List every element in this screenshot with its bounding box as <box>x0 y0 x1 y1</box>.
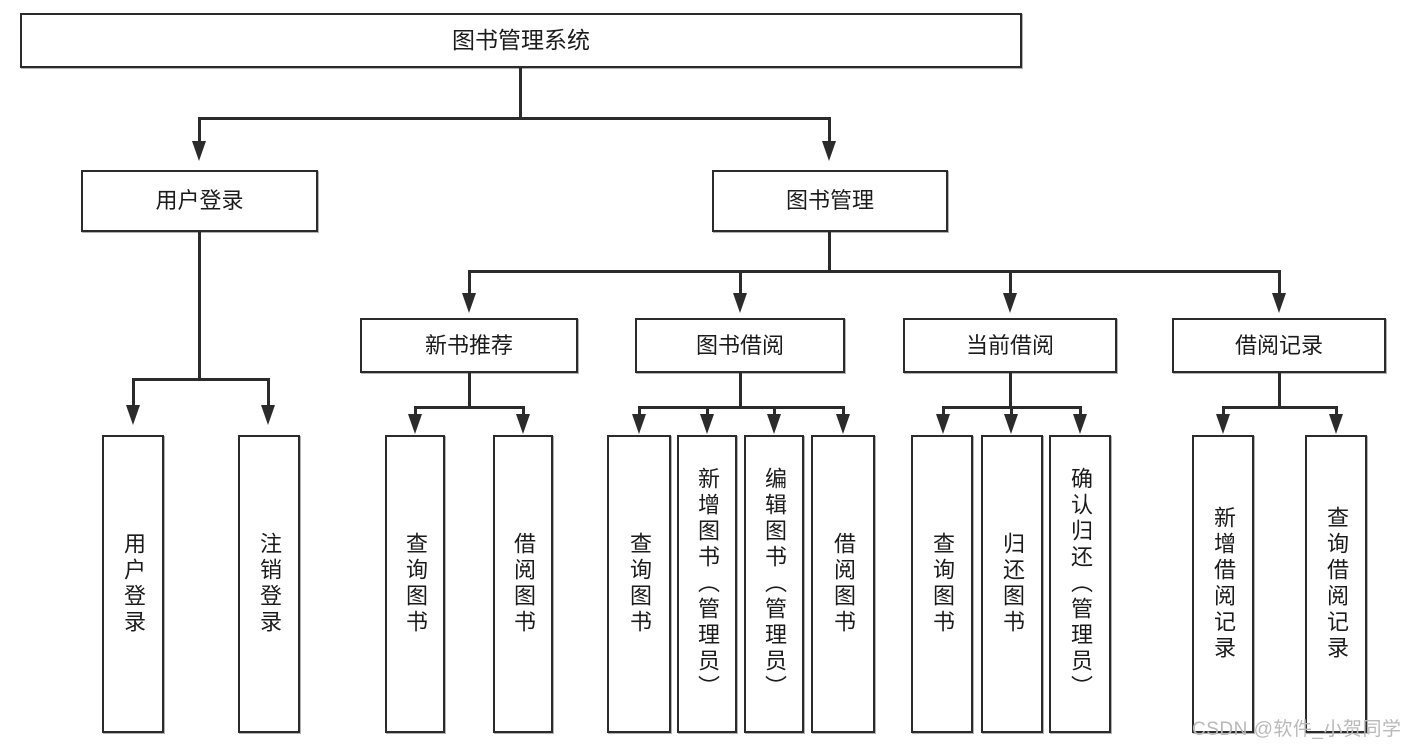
connector-level3-drop-3 <box>1009 270 1012 296</box>
connector-current-borrow-drop-2 <box>1010 406 1013 418</box>
node-label: 确认归还（管理员） <box>1067 467 1093 701</box>
node-label: 图书借阅 <box>695 332 784 358</box>
connector-user-login-drop-2 <box>267 378 270 408</box>
node-label: 新增借阅记录 <box>1210 506 1236 662</box>
arrowhead-borrow-record <box>1272 293 1286 313</box>
connector-book-borrow-bus <box>638 406 844 409</box>
arrowhead-leaf-logout <box>261 405 275 425</box>
connector-level3-bus <box>468 270 1280 273</box>
node-label: 用户登录 <box>120 532 146 636</box>
leaf-borrow-book-borrow[interactable]: 借阅图书 <box>811 435 875 733</box>
arrowhead-leaf-borrow-book-1 <box>516 414 530 434</box>
node-label: 当前借阅 <box>965 332 1054 358</box>
node-user-login[interactable]: 用户登录 <box>81 170 318 232</box>
connector-borrow-record-drop-2 <box>1335 406 1338 418</box>
leaf-confirm-return-admin[interactable]: 确认归还（管理员） <box>1049 435 1111 733</box>
node-label: 借阅记录 <box>1234 332 1323 358</box>
arrowhead-leaf-edit-book <box>767 414 781 434</box>
node-book-manage[interactable]: 图书管理 <box>712 170 948 232</box>
arrowhead-new-book-recommend <box>462 293 476 313</box>
node-label: 新书推荐 <box>424 332 513 358</box>
arrowhead-leaf-borrow-book-2 <box>836 414 850 434</box>
leaf-query-borrow-record[interactable]: 查询借阅记录 <box>1305 435 1367 733</box>
node-label: 归还图书 <box>999 532 1025 636</box>
connector-level2-bus <box>198 117 831 120</box>
connector-current-borrow-drop-3 <box>1079 406 1082 418</box>
node-book-borrow[interactable]: 图书借阅 <box>635 318 845 373</box>
leaf-add-book-admin[interactable]: 新增图书（管理员） <box>677 435 737 733</box>
connector-user-login-stem <box>198 232 201 380</box>
connector-book-borrow-drop-3 <box>773 406 776 418</box>
leaf-return-book[interactable]: 归还图书 <box>981 435 1043 733</box>
connector-user-login-drop-1 <box>132 378 135 408</box>
connector-to-book-manage <box>828 117 831 144</box>
node-label: 编辑图书（管理员） <box>761 467 787 701</box>
node-label: 新增图书（管理员） <box>694 467 720 701</box>
connector-user-login-bus <box>132 378 269 381</box>
leaf-query-book-recommend[interactable]: 查询图书 <box>385 435 445 733</box>
connector-book-manage-stem <box>828 232 831 272</box>
connector-current-borrow-drop-1 <box>942 406 945 418</box>
arrowhead-leaf-query-record <box>1329 414 1343 434</box>
arrowhead-user-login <box>192 141 206 161</box>
arrowhead-leaf-user-login <box>126 405 140 425</box>
connector-new-book-stem <box>468 373 471 408</box>
node-label: 查询借阅记录 <box>1323 506 1349 662</box>
leaf-query-book-borrow[interactable]: 查询图书 <box>607 435 671 733</box>
connector-borrow-record-bus <box>1222 406 1337 409</box>
connector-borrow-record-stem <box>1278 373 1281 408</box>
arrowhead-leaf-query-book-1 <box>408 414 422 434</box>
connector-level3-drop-2 <box>739 270 742 296</box>
node-label: 借阅图书 <box>830 532 856 636</box>
arrowhead-leaf-query-book-2 <box>632 414 646 434</box>
connector-root-stem <box>519 68 522 118</box>
leaf-edit-book-admin[interactable]: 编辑图书（管理员） <box>744 435 804 733</box>
arrowhead-leaf-return-book <box>1004 414 1018 434</box>
leaf-logout[interactable]: 注销登录 <box>238 435 300 733</box>
arrowhead-current-borrow <box>1003 293 1017 313</box>
node-borrow-record[interactable]: 借阅记录 <box>1172 318 1386 373</box>
arrowhead-leaf-add-record <box>1216 414 1230 434</box>
connector-to-user-login <box>198 117 201 144</box>
arrowhead-book-borrow <box>733 293 747 313</box>
connector-current-borrow-stem <box>1009 373 1012 408</box>
connector-new-book-bus <box>414 406 524 409</box>
connector-borrow-record-drop-1 <box>1222 406 1225 418</box>
node-label: 图书管理 <box>785 188 874 214</box>
arrowhead-leaf-add-book <box>700 414 714 434</box>
leaf-add-borrow-record[interactable]: 新增借阅记录 <box>1192 435 1254 733</box>
connector-book-borrow-stem <box>739 373 742 408</box>
node-root-system[interactable]: 图书管理系统 <box>20 13 1022 68</box>
node-label: 注销登录 <box>256 532 282 636</box>
leaf-user-login[interactable]: 用户登录 <box>102 435 164 733</box>
connector-level3-drop-1 <box>468 270 471 296</box>
arrowhead-book-manage <box>822 141 836 161</box>
leaf-query-book-current[interactable]: 查询图书 <box>911 435 973 733</box>
connector-book-borrow-drop-1 <box>638 406 641 418</box>
connector-book-borrow-drop-4 <box>842 406 845 418</box>
leaf-borrow-book-recommend[interactable]: 借阅图书 <box>493 435 553 733</box>
connector-new-book-drop-2 <box>522 406 525 418</box>
node-current-borrow[interactable]: 当前借阅 <box>903 318 1117 373</box>
connector-book-borrow-drop-2 <box>706 406 709 418</box>
arrowhead-leaf-confirm-return <box>1073 414 1087 434</box>
node-label: 查询图书 <box>402 532 428 636</box>
node-label: 查询图书 <box>929 532 955 636</box>
node-label: 图书管理系统 <box>452 26 590 53</box>
connector-new-book-drop-1 <box>414 406 417 418</box>
connector-level3-drop-4 <box>1278 270 1281 296</box>
node-label: 查询图书 <box>626 532 652 636</box>
node-label: 借阅图书 <box>510 532 536 636</box>
arrowhead-leaf-query-book-3 <box>936 414 950 434</box>
node-new-book-recommend[interactable]: 新书推荐 <box>360 318 578 373</box>
node-label: 用户登录 <box>155 188 244 214</box>
